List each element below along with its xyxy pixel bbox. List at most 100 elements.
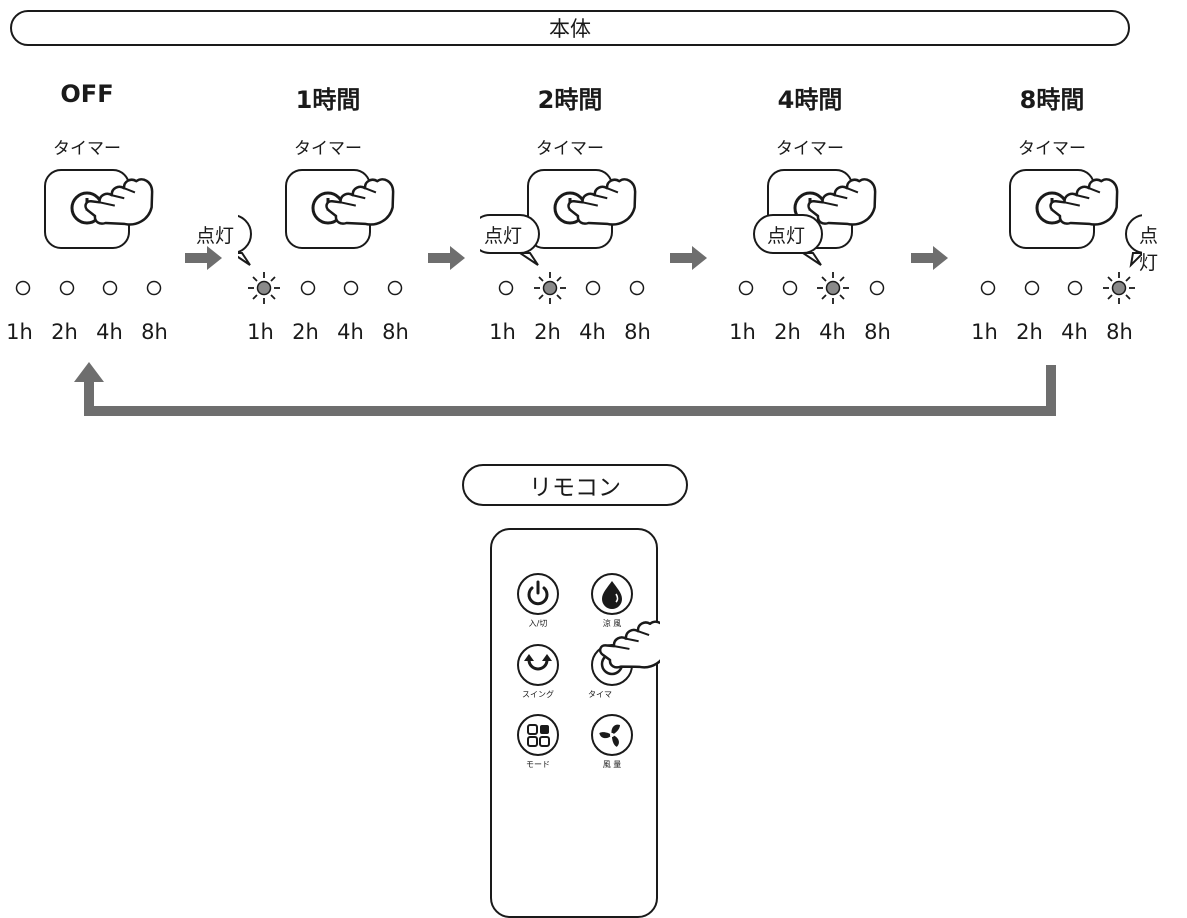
- remote-label-fan: 風 量: [602, 760, 622, 769]
- led-8h: [1103, 272, 1135, 304]
- lit-speech-bubble: [480, 214, 540, 266]
- fan-speed-button[interactable]: [591, 714, 633, 756]
- lit-speech-bubble: [753, 214, 823, 266]
- remote-label-timer: タイマ: [588, 690, 612, 699]
- led-1h: [248, 272, 280, 304]
- led-label: 4h: [579, 320, 606, 344]
- led-1h: [498, 280, 514, 296]
- stage-graphic: [498, 169, 645, 304]
- mode-button[interactable]: [517, 714, 559, 756]
- pointing-hand-icon: [567, 178, 637, 226]
- stage-title: 8時間: [1019, 86, 1085, 114]
- stage-0: OFF タイマー 1h 2h 4h 8h: [0, 70, 177, 360]
- led-label: 1h: [971, 320, 998, 344]
- stage-3: 4時間タイマー 1h 2h 4h 8h 点灯: [720, 70, 900, 360]
- remote-label-power: 入/切: [528, 619, 548, 628]
- swing-button[interactable]: [517, 644, 559, 686]
- led-labels: 1h 2h 4h 8h: [962, 320, 1142, 344]
- led-label: 2h: [1016, 320, 1043, 344]
- led-label: 8h: [864, 320, 891, 344]
- led-label: 2h: [292, 320, 319, 344]
- led-1h: [980, 280, 996, 296]
- cool-breeze-button[interactable]: [591, 573, 633, 615]
- remote-label-cool: 涼 風: [602, 619, 622, 628]
- led-2h: [534, 272, 566, 304]
- led-2h: [1024, 280, 1040, 296]
- led-2h: [782, 280, 798, 296]
- led-label: 2h: [51, 320, 78, 344]
- pointing-hand-icon: [84, 178, 154, 226]
- stage-2: 2時間タイマー 1h 2h 4h 8h 点灯: [480, 70, 660, 360]
- led-labels: 1h 2h 4h 8h: [720, 320, 900, 344]
- timer-button-label: タイマー: [536, 139, 604, 159]
- led-label: 8h: [382, 320, 409, 344]
- led-8h: [629, 280, 645, 296]
- stage-graphic: [15, 169, 162, 296]
- led-4h: [817, 272, 849, 304]
- remote-header: リモコン: [462, 464, 688, 506]
- led-label: 2h: [534, 320, 561, 344]
- flow-arrows: [74, 246, 1056, 416]
- led-4h: [1067, 280, 1083, 296]
- stage-graphic: [980, 169, 1135, 304]
- remote-control: 入/切 涼 風 スイング タイマ モード 風 量: [490, 528, 660, 918]
- timer-button-label: タイマー: [1018, 139, 1086, 159]
- led-4h: [585, 280, 601, 296]
- flow-arrow-4: [911, 246, 948, 270]
- led-1h: [15, 280, 31, 296]
- lit-speech-bubble: [238, 214, 252, 266]
- lit-label: 点灯: [1139, 225, 1159, 274]
- stage-1: 1時間タイマー 1h 2h 4h 8h 点灯: [196, 70, 418, 360]
- stage-graphic: [248, 169, 403, 304]
- led-2h: [300, 280, 316, 296]
- pointing-hand-icon: [325, 178, 395, 226]
- flow-arrow-2: [428, 246, 465, 270]
- stage-title: 1時間: [295, 86, 361, 114]
- lit-speech-bubble: [1125, 214, 1142, 268]
- led-label: 8h: [141, 320, 168, 344]
- led-4h: [102, 280, 118, 296]
- led-label: 4h: [337, 320, 364, 344]
- led-1h: [738, 280, 754, 296]
- pointing-hand-icon: [1049, 178, 1119, 226]
- led-label: 2h: [774, 320, 801, 344]
- led-label: 4h: [96, 320, 123, 344]
- stage-title: OFF: [60, 80, 114, 108]
- led-label: 1h: [247, 320, 274, 344]
- led-8h: [387, 280, 403, 296]
- stage-title: 2時間: [537, 86, 603, 114]
- return-arrow: [74, 362, 1056, 416]
- timer-button-label: タイマー: [53, 139, 121, 159]
- led-8h: [146, 280, 162, 296]
- timer-button-label: タイマー: [294, 139, 362, 159]
- led-label: 1h: [489, 320, 516, 344]
- remote-label-mode: モード: [526, 760, 550, 769]
- lit-label: 点灯: [484, 225, 523, 247]
- stage-title: 4時間: [777, 86, 843, 114]
- led-label: 1h: [6, 320, 33, 344]
- led-labels: 1h 2h 4h 8h: [238, 320, 418, 344]
- led-8h: [869, 280, 885, 296]
- led-labels: 1h 2h 4h 8h: [480, 320, 660, 344]
- remote-label-swing: スイング: [522, 690, 554, 699]
- led-label: 8h: [624, 320, 651, 344]
- led-label: 4h: [1061, 320, 1088, 344]
- led-label: 1h: [729, 320, 756, 344]
- remote-buttons: [517, 573, 660, 756]
- pointing-hand-icon: [598, 620, 660, 669]
- pointing-hand-icon: [807, 178, 877, 226]
- led-label: 8h: [1106, 320, 1133, 344]
- flow-arrow-3: [670, 246, 707, 270]
- lit-label: 点灯: [196, 225, 235, 247]
- led-4h: [343, 280, 359, 296]
- flow-arrow-1: [185, 246, 222, 270]
- lit-label: 点灯: [767, 225, 806, 247]
- led-label: 4h: [819, 320, 846, 344]
- power-button[interactable]: [517, 573, 559, 615]
- led-2h: [59, 280, 75, 296]
- remote-title: リモコン: [529, 475, 621, 501]
- timer-button-label: タイマー: [776, 139, 844, 159]
- main-unit-title: 本体: [549, 17, 591, 41]
- stage-4: 8時間タイマー 1h 2h 4h 8h 点灯: [962, 70, 1158, 360]
- led-labels: 1h 2h 4h 8h: [0, 320, 177, 344]
